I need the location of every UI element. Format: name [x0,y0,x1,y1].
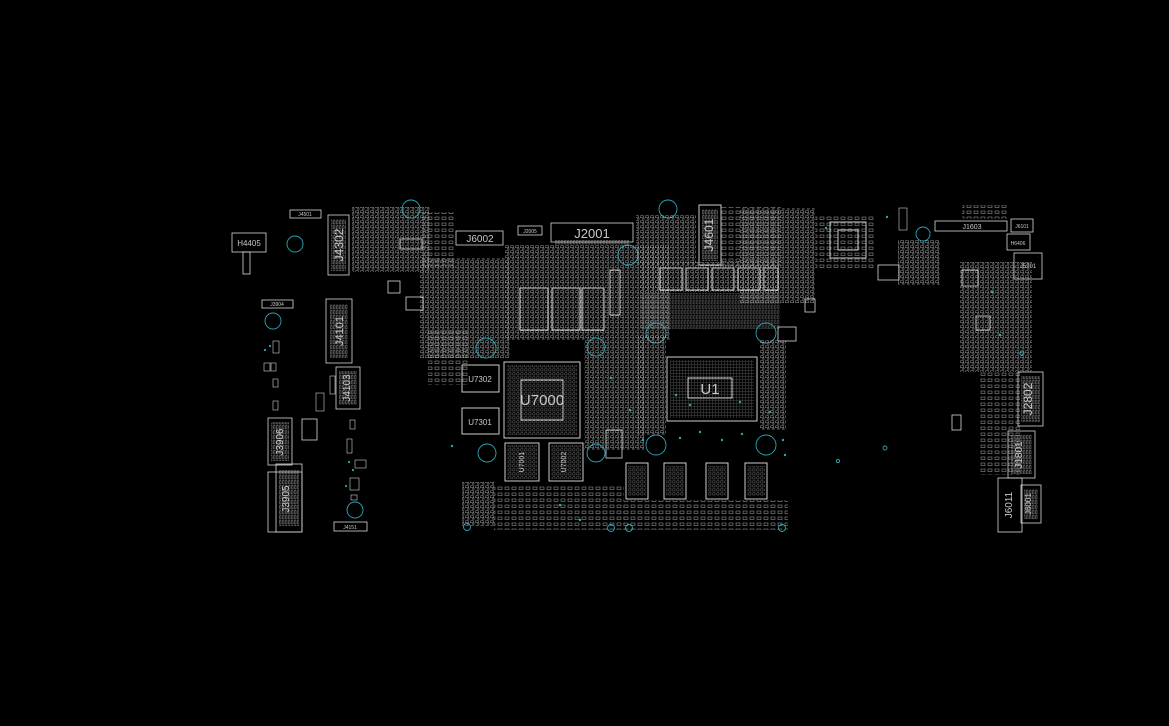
connector-j4501: J4501 [289,209,322,219]
mount-hole-h4405: H4405 [231,232,267,275]
connector-j1801: J1801 [1007,430,1036,479]
top-left-cluster: J6002 J2005 J2001 [352,199,678,385]
label-j4501: J4501 [298,212,312,218]
memory-chips [625,462,768,500]
connector-j3906: J3906 [267,417,293,466]
chip-u7001: U7001 [504,442,540,482]
label-j4103: J4103 [342,374,353,402]
connector-j2802: J2802 [1017,371,1044,427]
chip-u7301: U7301 [461,407,500,435]
label-j2802: J2802 [1021,382,1035,415]
mounting-hole [401,199,421,219]
chip-u7002: U7002 [548,442,584,482]
mounting-hole [346,501,364,519]
label-j3904: J3904 [270,302,284,308]
label-j6011: J6011 [1004,491,1015,518]
connector-j2005: J2005 [517,225,543,236]
connector-j4151: J4151 [333,521,368,532]
connector-j4302: J4302 [327,214,350,276]
connector-j1603: J1603 [934,220,1008,232]
label-u7002: U7002 [561,452,568,473]
connector-j2001: J2001 [550,222,634,245]
connector-j3905: J3905 [267,463,303,533]
label-h4405: H4405 [237,239,261,248]
label-j2005: J2005 [523,229,537,235]
label-h6406: H6406 [1011,241,1026,247]
connector-j4103: J4103 [335,366,361,410]
connector-j6002: J6002 [455,230,504,246]
gpu-region: U7302 U7301 U7000 U7001 U7002 [461,337,644,532]
right-column: J2802 J1801 J6011 J6001 [835,262,1044,533]
label-j1603: J1603 [962,224,981,231]
mounting-hole [755,434,777,456]
label-u7001: U7001 [519,452,526,473]
label-j6002: J6002 [466,234,494,245]
scattered-vias [450,215,1002,522]
mounting-hole [264,312,282,330]
mount-hole-h6406: H6406 [1006,233,1031,251]
mounting-hole [286,235,304,253]
small-components-left [263,340,367,519]
label-j6001: J6001 [1024,493,1033,515]
connector-j6001: J6001 [1020,484,1042,524]
chip-u7000: U7000 [503,361,581,439]
mounting-hole [586,337,606,357]
label-j2001: J2001 [574,226,609,241]
label-u7000: U7000 [520,392,564,409]
connector-j4101: J4101 [325,298,353,364]
chip-u7302: U7302 [461,364,500,393]
chip-u1: U1 [666,356,758,422]
left-connector-column: H4405 J4501 J4302 J3904 J4101 J4103 [231,209,368,533]
label-j3905: J3905 [281,485,292,513]
label-j4101: J4101 [334,316,346,346]
connector-j6011: J6011 [997,477,1023,533]
mounting-hole [645,434,667,456]
label-j3906: J3906 [275,428,286,456]
chip-j4601: J4601 [698,204,722,266]
label-u7301: U7301 [468,418,492,427]
label-j6101: J6101 [1015,224,1029,230]
mounting-hole [475,337,497,359]
mounting-hole [477,443,497,463]
label-j4601: J4601 [702,218,716,251]
connector-j6101: J6101 [1010,218,1034,233]
label-u7302: U7302 [468,375,492,384]
label-j4151: J4151 [343,525,357,531]
connector-j3904: J3904 [261,299,294,309]
label-u1: U1 [700,381,719,398]
label-j4302: J4302 [332,228,346,261]
top-right-cluster: J1603 J6101 H6406 J5201 [740,205,1043,313]
mounting-hole [586,443,606,463]
label-j1801: J1801 [1014,441,1025,469]
